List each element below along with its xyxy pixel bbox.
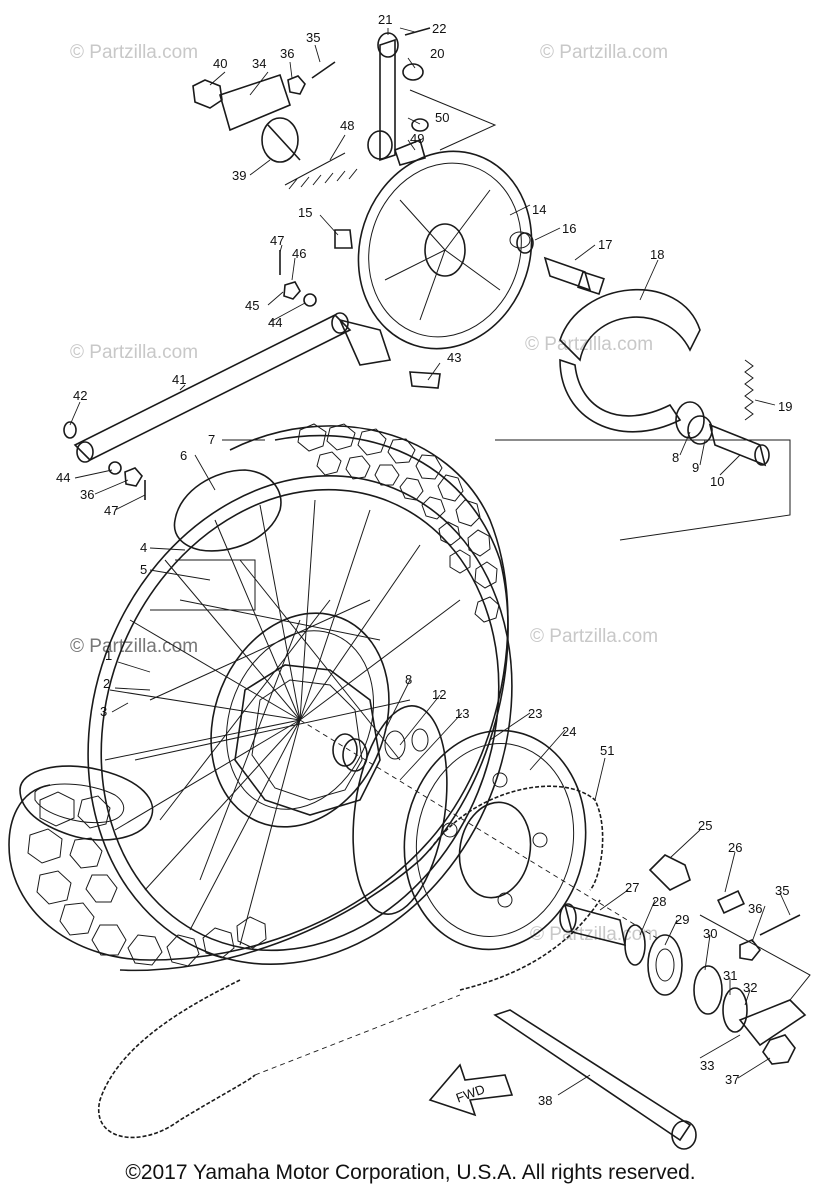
callout-19: 19 [778,399,792,414]
callout-29: 29 [675,912,689,927]
callout-44-arm: 44 [56,470,70,485]
callout-35-right: 35 [775,883,789,898]
tire-tread [27,423,500,967]
callout-40: 40 [213,56,227,71]
callout-16: 16 [562,221,576,236]
callout-50: 50 [435,110,449,125]
callout-42: 42 [73,388,87,403]
wheel-spokes [104,499,461,946]
forward-direction-arrow: FWD [428,1063,514,1117]
callout-36-right: 36 [748,901,762,916]
callout-35-top: 35 [306,30,320,45]
rear-sprocket [403,729,587,951]
callout-22: 22 [432,21,446,36]
callout-1: 1 [105,648,112,663]
callout-15: 15 [298,205,312,220]
callout-33: 33 [700,1058,714,1073]
rear-wheel [8,423,661,972]
drive-chain [429,785,604,891]
leader-lines [69,27,791,1096]
sprocket-assembly [97,705,604,1139]
callout-47-top: 47 [270,233,284,248]
assembly-outlines [150,89,811,1001]
watermark-text: © Partzilla.com [525,334,653,355]
brake-assembly [63,27,770,500]
callout-2: 2 [103,676,110,691]
callout-39: 39 [232,168,246,183]
callout-48: 48 [340,118,354,133]
callout-37: 37 [725,1072,739,1087]
callout-4: 4 [140,540,147,555]
callout-23: 23 [528,706,542,721]
callout-25: 25 [698,818,712,833]
callout-44-brake: 44 [268,315,282,330]
callout-28: 28 [652,894,666,909]
callout-36-left: 36 [80,487,94,502]
callout-47-left: 47 [104,503,118,518]
watermark-text: © Partzilla.com [540,42,668,63]
watermark-text: © Partzilla.com [70,42,198,63]
callout-46: 46 [292,246,306,261]
callout-7: 7 [208,432,215,447]
callout-9: 9 [692,460,699,475]
callout-30: 30 [703,926,717,941]
drive-chain-lower [459,899,601,991]
callout-12: 12 [432,687,446,702]
copyright-notice: ©2017 Yamaha Motor Corporation, U.S.A. A… [125,1161,696,1184]
brake-shoes [559,288,701,362]
callout-27: 27 [625,880,639,895]
callout-13: 13 [455,706,469,721]
drive-chain-loop [97,979,256,1139]
callout-49: 49 [410,131,424,146]
callout-3: 3 [100,704,107,719]
callout-38: 38 [538,1093,552,1108]
callout-20: 20 [430,46,444,61]
callout-36-top: 36 [280,46,294,61]
watermark-text: © Partzilla.com [70,342,198,363]
callout-5: 5 [140,562,147,577]
callout-17: 17 [598,237,612,252]
callout-31: 31 [723,968,737,983]
torque-arm [73,314,352,461]
callout-labels: 1 2 3 4 5 6 7 8 8 9 10 12 13 14 15 16 17… [56,12,792,1108]
callout-8-wheel: 8 [405,672,412,687]
exploded-parts-diagram: © Partzilla.com © Partzilla.com © Partzi… [8,12,811,1150]
callout-51: 51 [600,743,614,758]
axle-hardware [493,854,807,1150]
callout-26: 26 [728,840,742,855]
callout-6: 6 [180,448,187,463]
callout-10: 10 [710,474,724,489]
watermark-text: © Partzilla.com [530,626,658,647]
axle-shaft [493,1009,692,1142]
callout-14: 14 [532,202,546,217]
callout-18: 18 [650,247,664,262]
callout-21: 21 [378,12,392,27]
callout-45: 45 [245,298,259,313]
watermark-text: © Partzilla.com [70,636,198,657]
watermarks: © Partzilla.com © Partzilla.com © Partzi… [70,42,668,945]
callout-32: 32 [743,980,757,995]
callout-8-brake: 8 [672,450,679,465]
callout-24: 24 [562,724,576,739]
callout-34: 34 [252,56,266,71]
callout-41: 41 [172,372,186,387]
callout-43: 43 [447,350,461,365]
